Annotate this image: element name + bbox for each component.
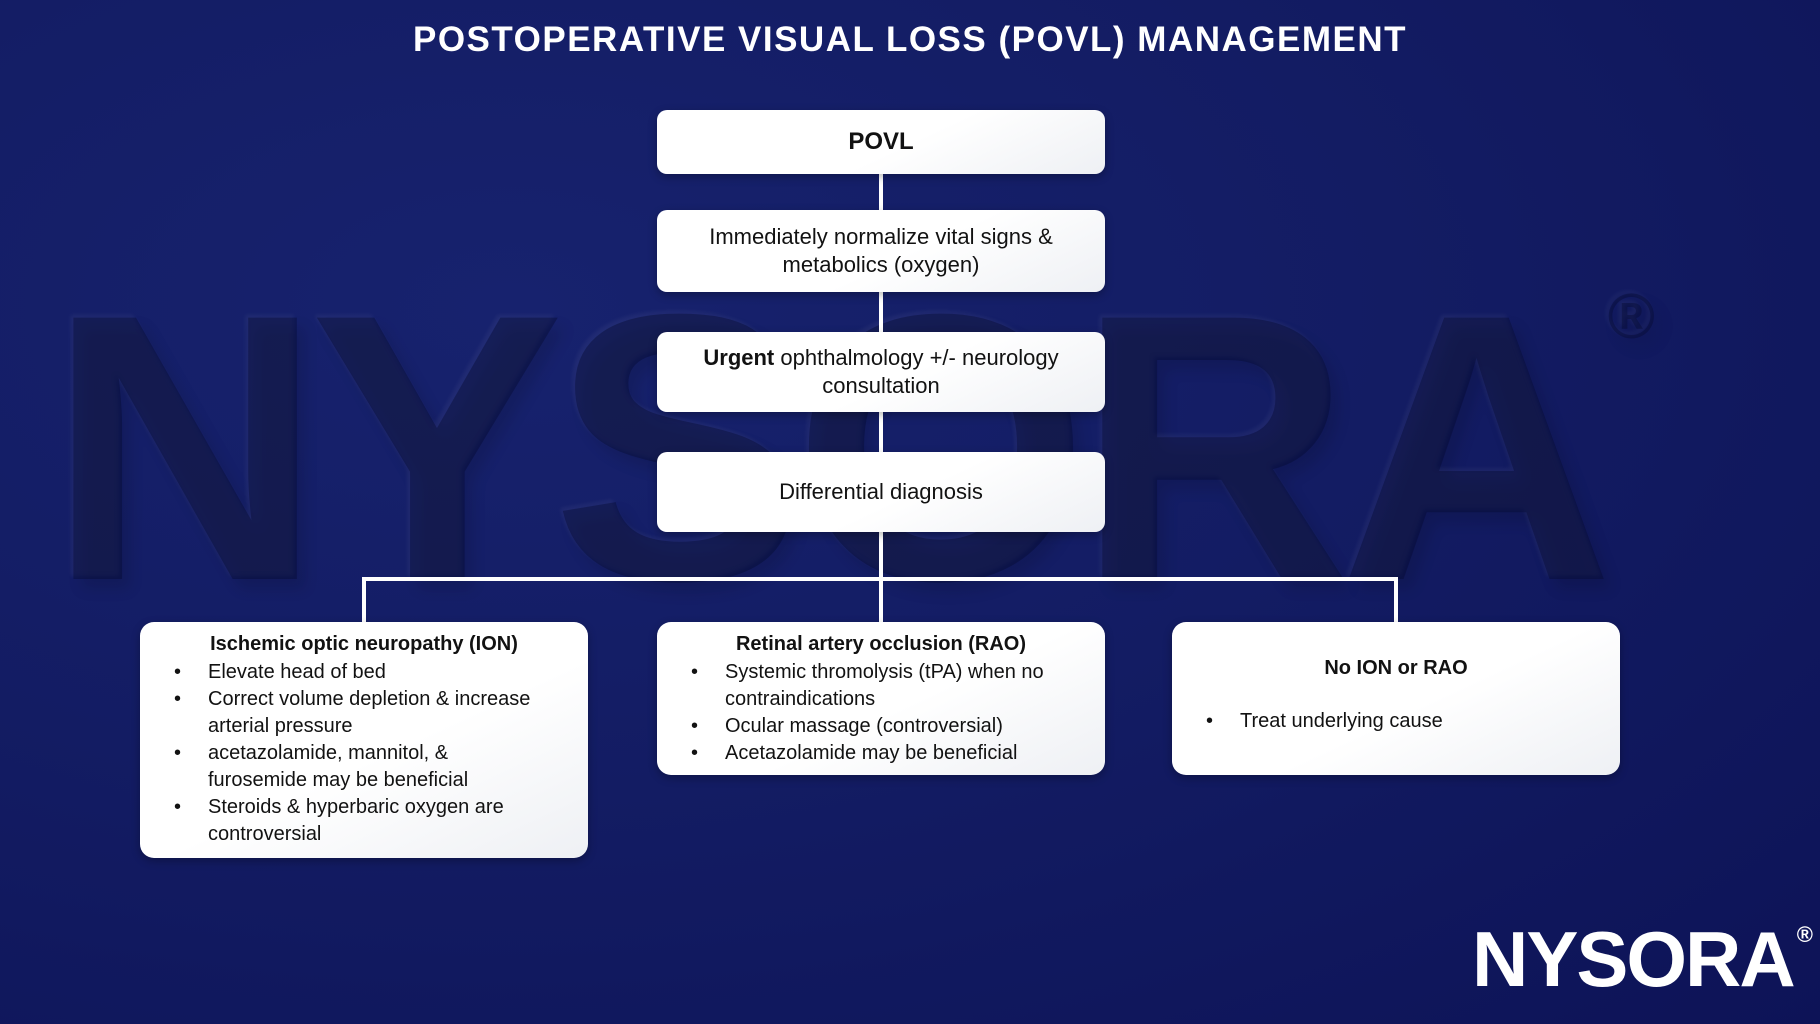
bullet-item: • Treat underlying cause xyxy=(1194,708,1598,735)
branch-horizontal-line xyxy=(362,577,1398,581)
bullet-text: Steroids & hyperbaric oxygen are controv… xyxy=(208,796,504,845)
branch-box-ion: Ischemic optic neuropathy (ION) • Elevat… xyxy=(140,622,588,858)
nysora-logo-text: NYSORA xyxy=(1472,915,1796,1003)
branch-drop-left xyxy=(362,577,366,624)
branch-box-no-ion-or-rao: No ION or RAO • Treat underlying cause xyxy=(1172,622,1620,775)
registered-trademark-icon: ® xyxy=(1607,280,1655,352)
bullet-marker: • xyxy=(691,715,699,737)
branch-box-rao: Retinal artery occlusion (RAO) • Systemi… xyxy=(657,622,1105,775)
bullet-item: • acetazolamide, mannitol, & furosemide … xyxy=(162,740,566,794)
bullet-marker: • xyxy=(1206,710,1214,732)
bullet-marker: • xyxy=(691,661,699,683)
connector-povl-to-normalize xyxy=(879,174,883,210)
flow-node-differential-label: Differential diagnosis xyxy=(779,479,983,504)
bullet-item: • Ocular massage (controversial) xyxy=(679,713,1083,740)
registered-trademark-icon: ® xyxy=(1796,922,1813,947)
bullet-text: Acetazolamide may be beneficial xyxy=(725,742,1018,764)
branch-drop-right xyxy=(1394,577,1398,624)
connector-normalize-to-urgent xyxy=(879,292,883,332)
flow-node-povl: POVL xyxy=(657,110,1105,174)
branch-box-no-ion-or-rao-title: No ION or RAO xyxy=(1324,657,1468,679)
branch-box-ion-title: Ischemic optic neuropathy (ION) xyxy=(210,633,518,655)
bullet-marker: • xyxy=(174,688,182,710)
bullet-text: Treat underlying cause xyxy=(1240,710,1443,732)
branch-box-rao-bullets: • Systemic thromolysis (tPA) when no con… xyxy=(679,659,1083,767)
branch-box-ion-bullets: • Elevate head of bed • Correct volume d… xyxy=(162,659,566,848)
flow-node-urgent-bold-word: Urgent xyxy=(703,345,775,370)
bullet-item: • Steroids & hyperbaric oxygen are contr… xyxy=(162,794,566,848)
bullet-item: • Correct volume depletion & increase ar… xyxy=(162,686,566,740)
bullet-item: • Elevate head of bed xyxy=(162,659,566,686)
bullet-text: acetazolamide, mannitol, & furosemide ma… xyxy=(208,742,469,791)
bullet-item: • Acetazolamide may be beneficial xyxy=(679,740,1083,767)
watermark-text: NYSORA xyxy=(48,235,1614,660)
flow-node-urgent-text: Urgent ophthalmology +/- neurology consu… xyxy=(703,344,1058,400)
flow-node-urgent-consultation: Urgent ophthalmology +/- neurology consu… xyxy=(657,332,1105,412)
bullet-marker: • xyxy=(174,796,182,818)
flow-node-normalize-vitals: Immediately normalize vital signs & meta… xyxy=(657,210,1105,292)
bullet-text: Elevate head of bed xyxy=(208,661,386,683)
flow-node-povl-label: POVL xyxy=(848,128,914,155)
bullet-text: Systemic thromolysis (tPA) when no contr… xyxy=(725,661,1044,710)
flow-node-normalize-label: Immediately normalize vital signs & meta… xyxy=(709,224,1053,277)
bullet-marker: • xyxy=(691,742,699,764)
bullet-text: Ocular massage (controversial) xyxy=(725,715,1003,737)
nysora-background-watermark: NYSORA® xyxy=(48,258,1655,638)
bullet-text: Correct volume depletion & increase arte… xyxy=(208,688,531,737)
page-title: POSTOPERATIVE VISUAL LOSS (POVL) MANAGEM… xyxy=(412,20,1408,59)
bullet-marker: • xyxy=(174,742,182,764)
branch-box-rao-title: Retinal artery occlusion (RAO) xyxy=(735,633,1027,655)
flow-node-differential-diagnosis: Differential diagnosis xyxy=(657,452,1105,532)
connector-urgent-to-differential xyxy=(879,412,883,452)
nysora-logo: NYSORA® xyxy=(1472,920,1813,998)
bullet-item: • Systemic thromolysis (tPA) when no con… xyxy=(679,659,1083,713)
branch-box-no-ion-or-rao-bullets: • Treat underlying cause xyxy=(1194,708,1598,735)
flow-node-urgent-rest: ophthalmology +/- neurology consultation xyxy=(780,345,1059,398)
bullet-marker: • xyxy=(174,661,182,683)
